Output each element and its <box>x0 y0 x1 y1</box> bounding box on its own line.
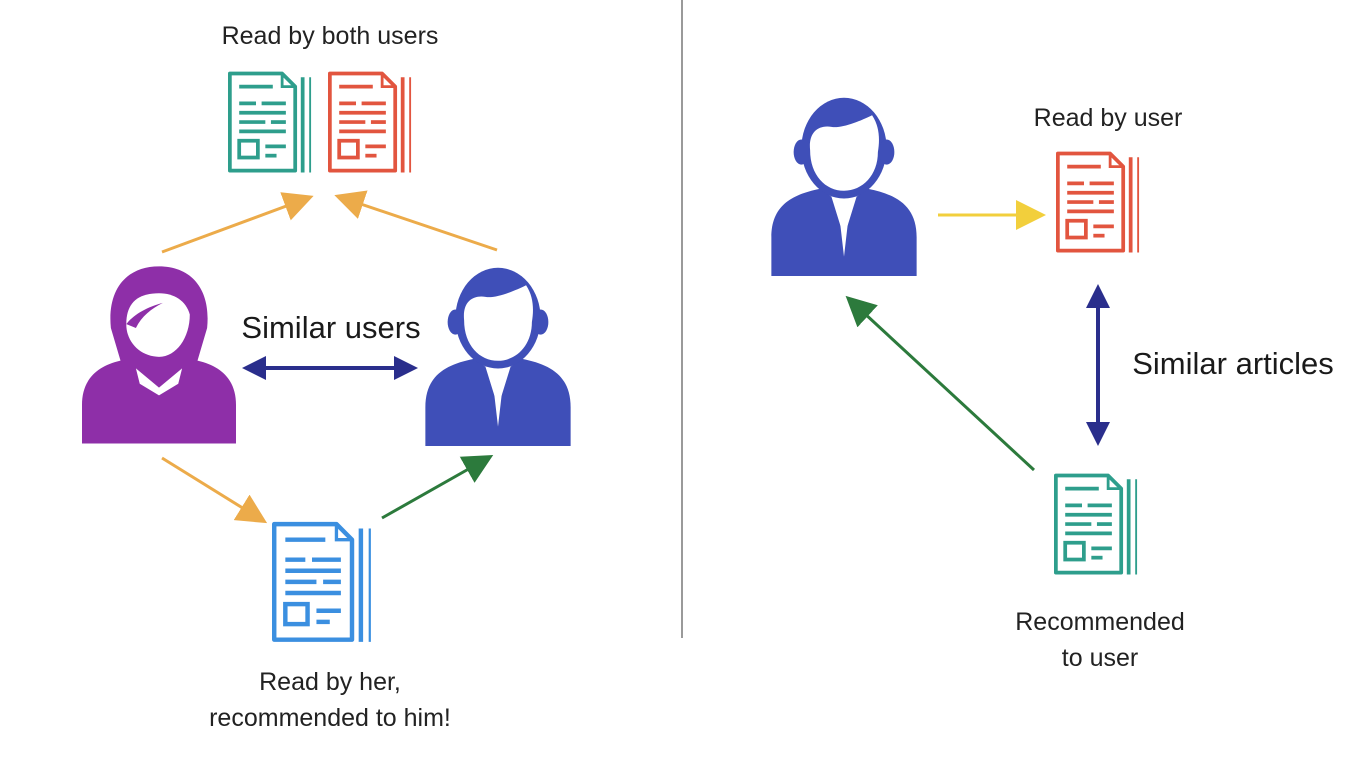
document-icon <box>1056 151 1140 255</box>
woman-user-icon <box>82 266 236 444</box>
to-user-label: to user <box>1061 644 1139 672</box>
collaborative-panel <box>82 71 571 642</box>
similar-users-label: Similar users <box>241 310 421 345</box>
man-user-icon <box>425 267 571 446</box>
arrow-recommended-to-user <box>845 295 1036 472</box>
document-icon <box>228 71 312 175</box>
read-by-both-label: Read by both users <box>221 22 439 50</box>
document-icon <box>328 71 412 175</box>
similar-articles-label: Similar articles <box>1132 346 1334 381</box>
document-icon <box>1054 473 1138 577</box>
arrow-man-to-docs <box>334 190 498 252</box>
recommended-to-him-label: recommended to him! <box>209 704 451 732</box>
arrow-woman-to-docs <box>161 192 314 254</box>
arrow-recommended-to-man <box>381 455 494 520</box>
document-icon <box>274 524 370 642</box>
arrow-woman-to-recommended <box>161 456 268 524</box>
read-by-her-label: Read by her, <box>259 668 401 696</box>
recommended-label: Recommended <box>1015 608 1185 636</box>
man-user-icon <box>771 97 917 276</box>
read-by-user-label: Read by user <box>1033 104 1183 132</box>
content-based-panel <box>771 97 1140 577</box>
